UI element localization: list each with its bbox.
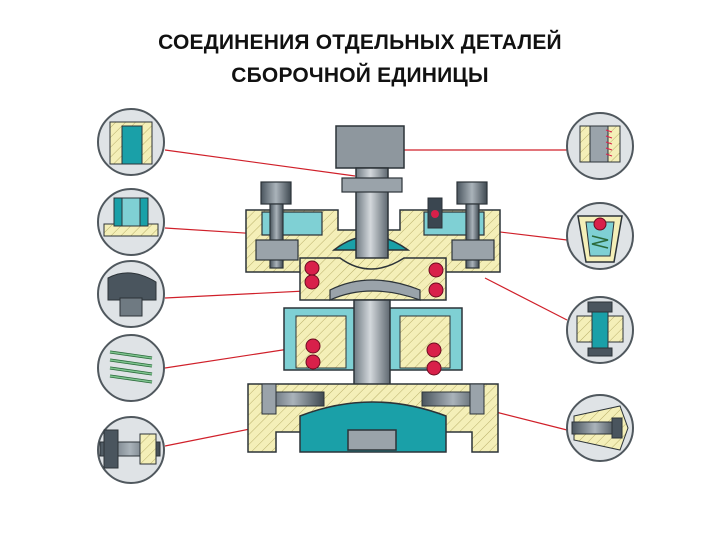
title-line-1: СОЕДИНЕНИЯ ОТДЕЛЬНЫХ ДЕТАЛЕЙ	[158, 31, 562, 54]
screw-joint-icon	[566, 394, 634, 462]
flanged-bushing-icon	[97, 188, 165, 256]
rivet-icon	[97, 260, 165, 328]
diagram-title: СОЕДИНЕНИЯ ОТДЕЛЬНЫХ ДЕТАЛЕЙ СБОРОЧНОЙ Е…	[0, 26, 720, 92]
title-line-2: СБОРОЧНОЙ ЕДИНИЦЫ	[231, 64, 489, 87]
bolt-nut-icon	[97, 416, 165, 484]
main-assembly	[245, 125, 501, 453]
coil-spring-icon	[97, 334, 165, 402]
left-callouts	[97, 108, 165, 484]
cylindrical-pin-icon	[97, 108, 165, 176]
right-top-bolt	[451, 181, 495, 269]
left-top-bolt	[255, 181, 299, 269]
upper-springs	[304, 260, 444, 298]
lower-springs	[305, 338, 442, 376]
top-block	[335, 125, 405, 169]
oiler-ball-valve-icon	[566, 202, 634, 270]
stud-joint-icon	[566, 296, 634, 364]
threaded-joint-icon	[566, 112, 634, 180]
right-callouts	[566, 112, 634, 462]
bottom-nut	[347, 429, 397, 451]
